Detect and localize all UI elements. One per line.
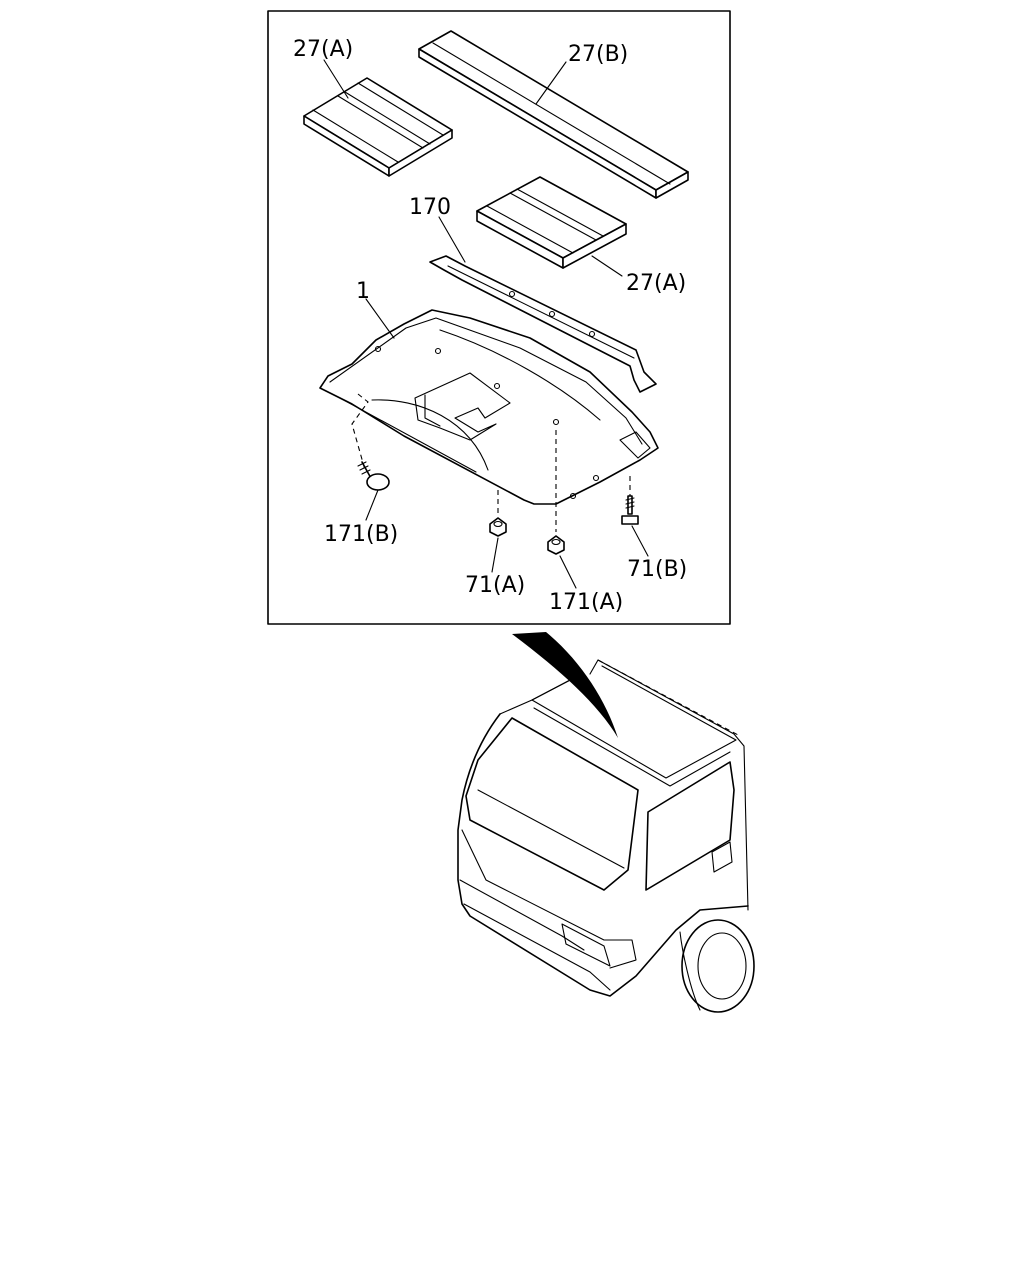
label-insulator-front: 27(A) [293, 37, 353, 62]
bracket-170 [429, 255, 657, 393]
insulator-27a-rear [476, 176, 627, 269]
leader-lines [323, 59, 649, 589]
label-insulator-long: 27(B) [568, 42, 628, 67]
screw-71b [621, 476, 639, 525]
label-clip-left: 171(B) [324, 522, 398, 547]
label-bracket: 170 [409, 195, 451, 220]
insulator-27b-long [418, 30, 689, 199]
insulator-27a-front [303, 77, 453, 177]
nut-71a [489, 490, 507, 537]
detail-frame [267, 10, 731, 625]
headlining-1 [319, 309, 659, 505]
clip-171a [547, 430, 565, 555]
label-screw-right: 71(B) [627, 557, 687, 582]
label-insulator-rear: 27(A) [626, 271, 686, 296]
label-headlining: 1 [356, 279, 370, 304]
truck-cab [457, 659, 755, 1013]
label-clip-right: 171(A) [549, 590, 623, 615]
pointer-arrow [512, 632, 618, 738]
clip-171b [351, 393, 390, 491]
label-nut-center: 71(A) [465, 573, 525, 598]
